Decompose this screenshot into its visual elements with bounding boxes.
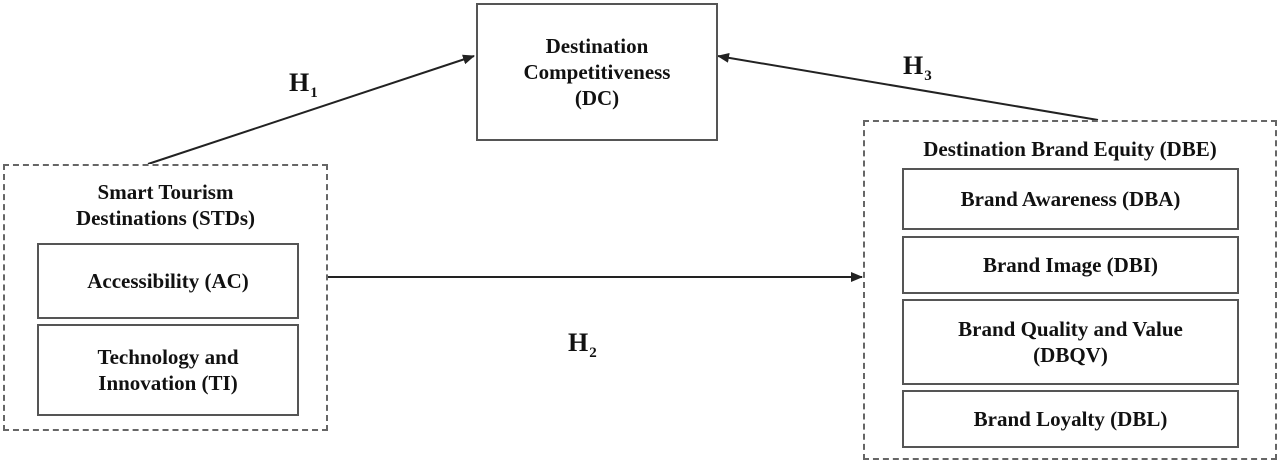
- dc-line2: Competitiveness: [523, 59, 671, 84]
- dbe-item-image: Brand Image (DBI): [902, 236, 1239, 294]
- h3-sub: 3: [924, 68, 932, 84]
- arrow-h1: [147, 54, 475, 165]
- dc-line1: Destination: [545, 33, 649, 58]
- std-title-line1: Smart Tourism: [97, 180, 234, 204]
- dbe-item-label: Brand Quality and Value: [958, 316, 1183, 341]
- hypothesis-h2-label: H2: [568, 330, 597, 361]
- hypothesis-h1-label: H1: [289, 70, 318, 101]
- arrow-h3: [717, 52, 1099, 121]
- std-item-label: Technology and: [97, 344, 239, 369]
- dbe-item-label: Brand Awareness (DBA): [960, 186, 1181, 211]
- dc-box: Destination Competitiveness (DC): [476, 3, 718, 141]
- dbe-item-quality-value: Brand Quality and Value (DBQV): [902, 299, 1239, 385]
- dbe-item-label: (DBQV): [1033, 343, 1108, 367]
- dbe-title: Destination Brand Equity (DBE): [923, 137, 1217, 161]
- h1-sub: 1: [310, 85, 318, 101]
- std-item-label: Accessibility (AC): [87, 268, 249, 293]
- std-title-line2: Destinations (STDs): [75, 206, 256, 231]
- h2-letter: H: [568, 328, 589, 357]
- std-item-technology: Technology and Innovation (TI): [37, 324, 299, 416]
- dbe-item-loyalty: Brand Loyalty (DBL): [902, 390, 1239, 448]
- std-item-label: Innovation (TI): [98, 371, 238, 395]
- hypothesis-h3-label: H3: [903, 53, 932, 84]
- h1-letter: H: [289, 68, 310, 97]
- dbe-item-label: Brand Loyalty (DBL): [973, 406, 1168, 431]
- std-item-accessibility: Accessibility (AC): [37, 243, 299, 319]
- dbe-item-label: Brand Image (DBI): [982, 252, 1158, 277]
- h3-letter: H: [903, 51, 924, 80]
- h2-sub: 2: [589, 345, 597, 361]
- std-title: Smart Tourism Destinations (STDs): [5, 179, 326, 232]
- dc-line3: (DC): [574, 86, 620, 111]
- dbe-item-awareness: Brand Awareness (DBA): [902, 168, 1239, 230]
